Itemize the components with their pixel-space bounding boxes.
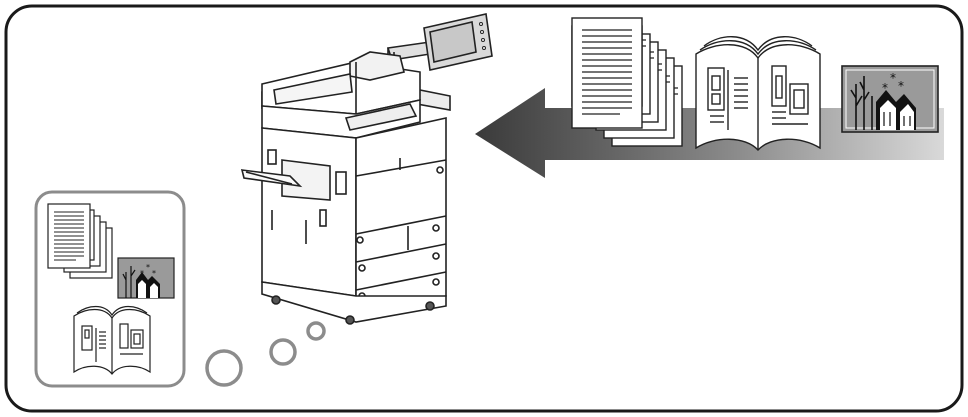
svg-text:*: *: [152, 269, 156, 278]
photo-original-icon: ***: [117, 257, 175, 299]
svg-text:*: *: [140, 269, 144, 278]
photo-original-icon: ***: [841, 65, 939, 133]
svg-text:*: *: [898, 79, 904, 93]
svg-text:*: *: [890, 71, 896, 85]
text-document-stack-icon: [47, 203, 113, 279]
svg-text:*: *: [882, 81, 888, 95]
multifunction-printer-icon: [240, 13, 493, 325]
text-document-stack-icon: [571, 17, 683, 147]
svg-text:*: *: [146, 263, 150, 272]
open-book-icon: [695, 36, 821, 152]
thought-bubble-icon: [205, 321, 326, 387]
open-book-icon: [73, 305, 151, 375]
